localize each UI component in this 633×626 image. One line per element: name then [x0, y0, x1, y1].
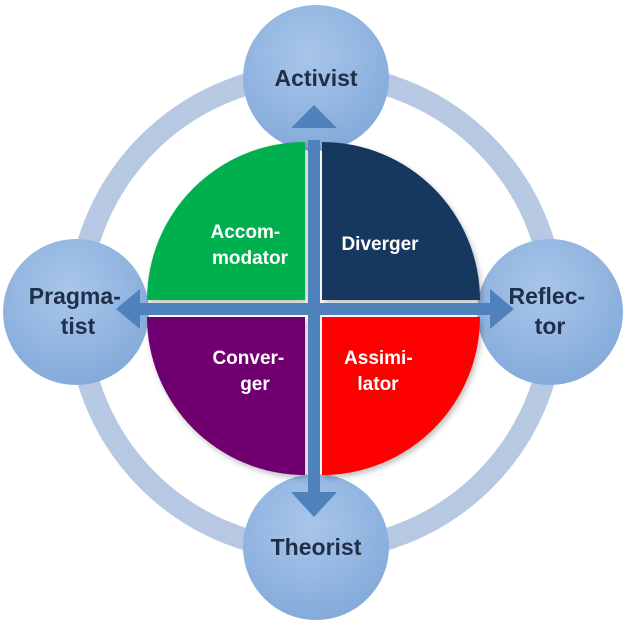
- svg-text:Assimi- lator: Assimi- lator: [344, 348, 418, 395]
- svg-text:Accom- modator: Accom- modator: [211, 222, 289, 269]
- node-theorist-circle: [243, 474, 389, 620]
- vertical-arrow-shaft: [308, 140, 320, 492]
- svg-text:Theorist: Theorist: [271, 534, 362, 560]
- quadrant-converger: [147, 317, 305, 475]
- quadrant-assimilator: [322, 317, 480, 475]
- arrow-left-head: [116, 289, 140, 329]
- node-reflector-label-line2: tor: [535, 313, 566, 339]
- node-activist-label: Activist: [274, 65, 357, 91]
- quadrant-pie: [147, 142, 480, 475]
- node-theorist: Theorist: [243, 474, 389, 620]
- svg-text:Pragma- tist: Pragma- tist: [29, 283, 127, 339]
- node-activist-circle: [243, 5, 389, 151]
- arrow-down-head: [291, 492, 337, 517]
- svg-text:Reflec- tor: Reflec- tor: [508, 283, 591, 339]
- quadrant-assimilator-label-line2: lator: [357, 374, 399, 395]
- axis-arrows: [116, 105, 514, 517]
- svg-text:Activist: Activist: [274, 65, 357, 91]
- node-reflector: Reflec- tor: [477, 239, 623, 385]
- node-activist: Activist: [243, 5, 389, 151]
- quadrant-accommodator-label-line1: Accom-: [211, 222, 281, 243]
- quadrant-accommodator-label-line2: modator: [212, 248, 289, 269]
- arrow-right-head: [490, 289, 514, 329]
- svg-text:Conver- ger: Conver- ger: [212, 348, 289, 395]
- svg-text:Diverger: Diverger: [341, 234, 419, 255]
- quadrant-accommodator: [147, 142, 305, 300]
- quadrant-diverger: [322, 142, 480, 300]
- node-theorist-label: Theorist: [271, 534, 362, 560]
- node-pragmatist-label-line2: tist: [61, 313, 96, 339]
- quadrant-converger-label-line2: ger: [240, 374, 270, 395]
- arrow-up-head: [291, 105, 337, 128]
- node-reflector-label-line1: Reflec-: [508, 283, 585, 309]
- quadrant-converger-label-line1: Conver-: [212, 348, 284, 369]
- node-pragmatist-circle: [3, 239, 149, 385]
- quadrant-assimilator-label-line1: Assimi-: [344, 348, 413, 369]
- node-pragmatist-label-line1: Pragma-: [29, 283, 121, 309]
- node-pragmatist: Pragma- tist: [3, 239, 149, 385]
- node-reflector-circle: [477, 239, 623, 385]
- horizontal-arrow-shaft: [140, 303, 492, 315]
- quadrant-diverger-label: Diverger: [341, 234, 419, 255]
